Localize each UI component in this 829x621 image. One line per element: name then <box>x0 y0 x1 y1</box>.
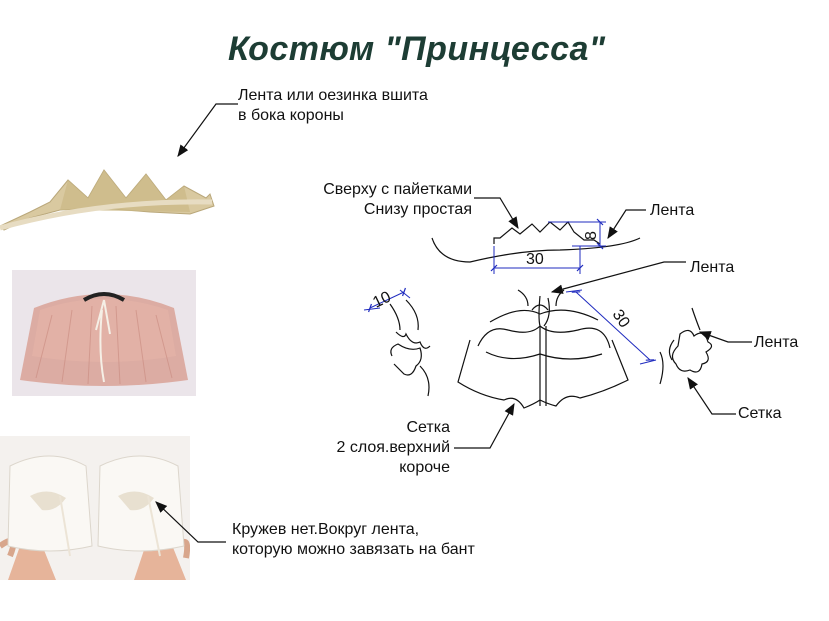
left-cuff-drawing <box>389 299 431 397</box>
crown-width-dimension <box>490 246 584 274</box>
cuff-width-value: 10 <box>370 288 394 311</box>
cape-photo <box>12 270 196 396</box>
crown-top-leader <box>474 197 519 230</box>
cape-mesh-note-line1: Сетка <box>406 419 451 436</box>
crown-ribbon-leader <box>607 209 646 240</box>
cuff-ribbon-label: Лента <box>754 334 799 351</box>
cuff-width-dimension <box>363 287 411 313</box>
cape-mesh-leader <box>454 402 515 449</box>
cape-ribbon-leader <box>550 261 686 294</box>
lace-note-line1: Кружев нет.Вокруг лента, <box>232 521 420 538</box>
cape-mesh-note-line2: 2 слоя.верхний <box>336 439 450 456</box>
crown-height-dimension <box>548 218 606 250</box>
lace-note-leader <box>155 501 226 543</box>
cape-ribbon-label: Лента <box>690 259 735 276</box>
crown-sequins-note-line2: Снизу простая <box>363 201 472 218</box>
crown-note-leader <box>177 103 238 157</box>
cuffs-photo <box>0 436 190 580</box>
cuff-mesh-label: Сетка <box>738 405 782 422</box>
crown-photo <box>0 150 230 240</box>
crown-sequins-note: Сверху с пайетками Снизу простая <box>292 180 472 220</box>
cuff-mesh-leader <box>687 377 736 415</box>
crown-width-value: 30 <box>526 251 544 268</box>
crown-sequins-note-line1: Сверху с пайетками <box>323 181 472 198</box>
page-title: Костюм "Принцесса" <box>228 30 606 68</box>
crown-elastic-note-line2: в бока короны <box>238 107 344 124</box>
crown-elastic-note: Лента или оезинка вшита в бока короны <box>238 86 428 126</box>
cape-mesh-note: Сетка 2 слоя.верхний короче <box>300 418 450 478</box>
cape-mesh-note-line3: короче <box>399 459 450 476</box>
lace-note-line2: которую можно завязать на бант <box>232 541 475 558</box>
cape-length-value: 30 <box>609 307 633 331</box>
crown-drawing <box>431 221 641 263</box>
cuff-ribbon-leader <box>698 331 752 343</box>
right-cuff-drawing <box>659 307 713 385</box>
cape-drawing <box>457 289 629 409</box>
crown-height-value: 8 <box>583 231 600 240</box>
crown-elastic-note-line1: Лента или оезинка вшита <box>238 87 428 104</box>
crown-ribbon-label: Лента <box>650 202 695 219</box>
lace-note: Кружев нет.Вокруг лента, которую можно з… <box>232 520 475 560</box>
cape-length-dimension <box>565 289 657 365</box>
